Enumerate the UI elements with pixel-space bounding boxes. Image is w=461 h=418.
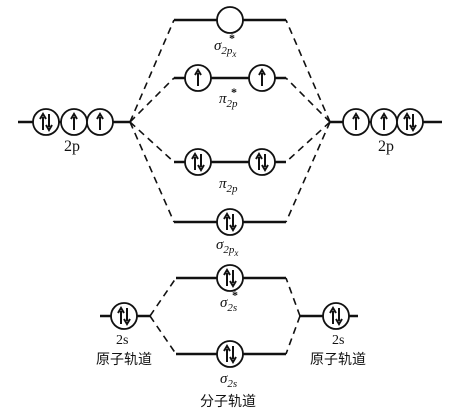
orbital-labels: 2p 2p σ2px * π2p * π2p σ2px σ2s * σ2s 2s…: [64, 31, 394, 390]
label-pi-2p: π2p: [219, 176, 238, 195]
orbitals: [32, 6, 424, 368]
electron-down-arrow: [261, 154, 269, 172]
electron-up-arrow: [258, 68, 266, 86]
orbital-right-2p: [342, 108, 370, 136]
electron-down-arrow: [197, 154, 205, 172]
orbital-circle: [216, 6, 244, 34]
electron-up-arrow: [117, 306, 125, 324]
label-left-atomic-orbitals: 原子轨道: [96, 352, 152, 368]
orbital-left-2p: [86, 108, 114, 136]
orbital-circle: [216, 208, 244, 236]
orbital-sigma-star-2px: [216, 6, 244, 34]
orbital-circle: [248, 148, 276, 176]
orbital-circle: [110, 302, 138, 330]
corr-line: [129, 77, 175, 123]
corr-line: [129, 19, 175, 123]
corr-line: [285, 315, 301, 355]
orbital-right-2s: [322, 302, 350, 330]
label-sigma-star-2px-star: *: [229, 31, 235, 45]
electron-down-arrow: [229, 214, 237, 232]
corr-line: [285, 121, 331, 223]
corr-line: [129, 121, 175, 223]
label-pi-star-2p: π2p: [219, 91, 238, 110]
electron-down-arrow: [335, 308, 343, 326]
label-pi-star-2p-star: *: [231, 85, 237, 99]
orbital-left-2p: [60, 108, 88, 136]
corr-line: [129, 121, 175, 163]
orbital-left-2s: [110, 302, 138, 330]
electron-up-arrow: [223, 268, 231, 286]
label-left-2p: 2p: [64, 138, 80, 155]
orbital-sigma-2px: [216, 208, 244, 236]
label-sigma-2s: σ2s: [220, 371, 237, 390]
orbital-circle: [396, 108, 424, 136]
electron-up-arrow: [403, 112, 411, 130]
orbital-circle: [216, 264, 244, 292]
corr-line: [149, 277, 177, 317]
corr-line: [285, 19, 331, 123]
electron-up-arrow: [70, 112, 78, 130]
electron-down-arrow: [45, 114, 53, 132]
electron-down-arrow: [123, 308, 131, 326]
electron-up-arrow: [255, 152, 263, 170]
label-right-atomic-orbitals: 原子轨道: [310, 352, 366, 368]
electron-up-arrow: [39, 112, 47, 130]
orbital-circle: [184, 148, 212, 176]
orbital-sigma-star-2s: [216, 264, 244, 292]
orbital-sigma-2s: [216, 340, 244, 368]
orbital-circle: [216, 340, 244, 368]
orbital-circle: [322, 302, 350, 330]
electron-up-arrow: [329, 306, 337, 324]
orbital-pi-2p: [248, 148, 276, 176]
corr-line: [285, 77, 331, 123]
electron-down-arrow: [229, 270, 237, 288]
label-right-2p: 2p: [378, 138, 394, 155]
orbital-pi-2p: [184, 148, 212, 176]
correlation-lines-2s: [149, 277, 301, 355]
electron-up-arrow: [194, 68, 202, 86]
label-sigma-star-2s: σ2s: [220, 295, 237, 314]
label-molecular-orbitals: 分子轨道: [200, 394, 256, 410]
label-right-2s: 2s: [332, 333, 344, 348]
corr-line: [285, 121, 331, 163]
electron-up-arrow: [191, 152, 199, 170]
electron-up-arrow: [380, 112, 388, 130]
electron-up-arrow: [223, 212, 231, 230]
corr-line: [149, 315, 177, 355]
orbital-right-2p: [396, 108, 424, 136]
corr-line: [285, 277, 301, 317]
correlation-lines-2p: [129, 19, 331, 223]
orbital-circle: [32, 108, 60, 136]
label-sigma-2px: σ2px: [216, 237, 238, 258]
label-sigma-star-2s-star: *: [232, 288, 238, 302]
label-left-2s: 2s: [116, 333, 128, 348]
electron-down-arrow: [229, 346, 237, 364]
electron-up-arrow: [352, 112, 360, 130]
orbital-right-2p: [370, 108, 398, 136]
electron-up-arrow: [223, 344, 231, 362]
orbital-pi-star-2p: [184, 64, 212, 92]
electron-up-arrow: [96, 112, 104, 130]
orbital-left-2p: [32, 108, 60, 136]
orbital-pi-star-2p: [248, 64, 276, 92]
electron-down-arrow: [409, 114, 417, 132]
label-sigma-star-2px: σ2px: [214, 38, 236, 59]
region-labels: 原子轨道 原子轨道 分子轨道: [96, 352, 366, 410]
